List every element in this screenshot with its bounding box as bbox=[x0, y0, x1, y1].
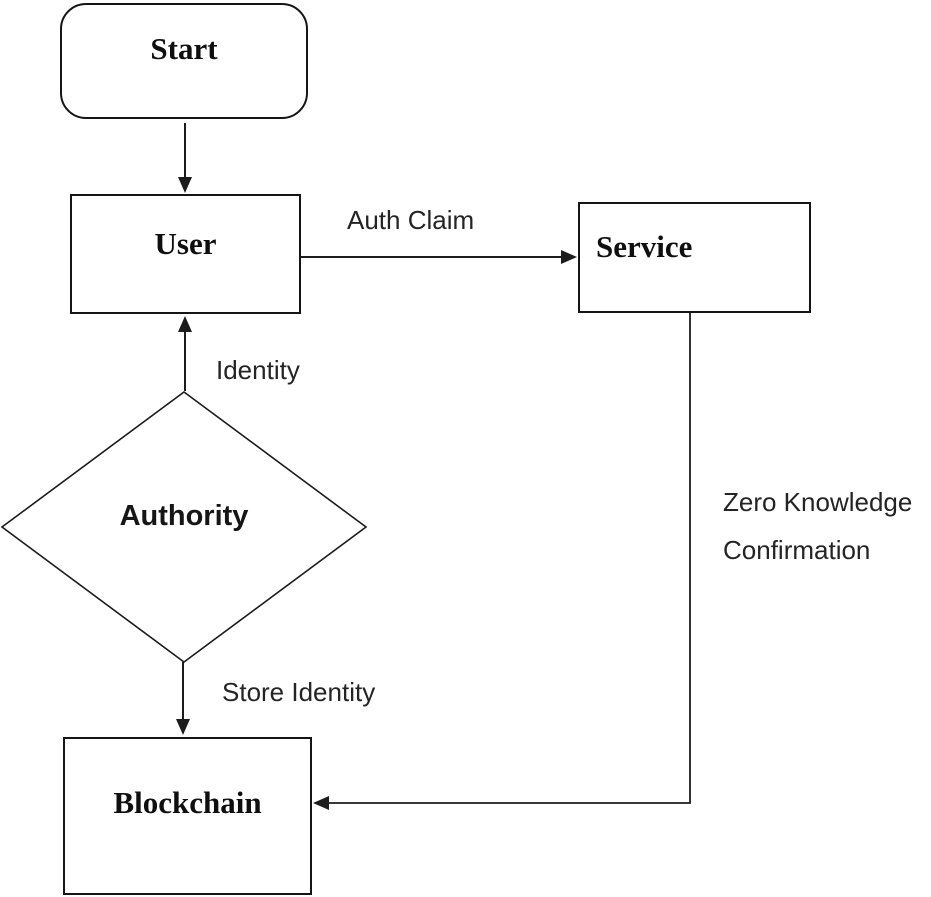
node-user: User bbox=[70, 194, 301, 314]
node-authority-label: Authority bbox=[119, 500, 249, 532]
arrowhead-left-icon bbox=[313, 796, 329, 810]
arrowhead-down-icon bbox=[178, 177, 192, 193]
edge-label-zero-knowledge-confirmation: Zero Knowledge Confirmation bbox=[723, 478, 912, 574]
node-service: Service bbox=[578, 202, 811, 313]
arrowhead-right-icon bbox=[561, 250, 577, 264]
edge-service-to-blockchain bbox=[313, 313, 691, 810]
edge-authority-to-blockchain bbox=[176, 662, 190, 735]
edge-user-to-service bbox=[301, 250, 577, 264]
node-user-label: User bbox=[154, 226, 217, 261]
edge-label-store-identity: Store Identity bbox=[222, 677, 376, 707]
arrowhead-up-icon bbox=[178, 316, 192, 332]
node-blockchain: Blockchain bbox=[63, 737, 312, 895]
arrowhead-down-icon bbox=[176, 719, 190, 735]
edge-label-zero-knowledge-line1: Zero Knowledge bbox=[723, 487, 913, 517]
node-service-label: Service bbox=[596, 228, 693, 264]
edge-authority-to-user bbox=[178, 316, 192, 391]
edge-label-zero-knowledge-line2: Confirmation bbox=[723, 535, 871, 565]
node-start: Start bbox=[60, 3, 308, 119]
node-blockchain-label: Blockchain bbox=[113, 785, 262, 820]
edge-start-to-user bbox=[178, 123, 192, 193]
edge-label-auth-claim: Auth Claim bbox=[347, 205, 475, 235]
node-start-label: Start bbox=[150, 31, 218, 66]
edge-label-identity: Identity bbox=[216, 355, 300, 385]
